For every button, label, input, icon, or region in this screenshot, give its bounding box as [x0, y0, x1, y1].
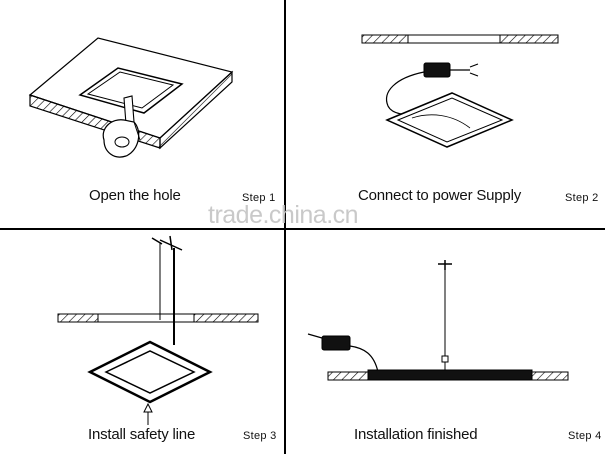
cut-hole-outer [78, 67, 184, 114]
panel-3-illustration [57, 235, 259, 425]
watermark: trade.china.cn [208, 201, 359, 229]
panel-2-step: Step 2 [565, 192, 599, 204]
ceiling-strip-left-3 [57, 313, 99, 323]
panel-1-caption: Open the hole [89, 187, 181, 204]
ceiling-strip-left [361, 34, 409, 44]
hanger-bracket [438, 260, 452, 270]
panel-1-step: Step 1 [242, 192, 276, 204]
panel-1-illustration [28, 37, 234, 158]
installed-panel [367, 369, 533, 381]
vertical-divider [284, 0, 286, 454]
suspension-bracket [151, 235, 183, 251]
ceiling-strip-right-4 [531, 371, 569, 381]
up-arrow [143, 402, 153, 425]
ceiling-strip-right-3 [193, 313, 259, 323]
panel-inner [104, 350, 196, 394]
panel-3-step: Step 3 [243, 430, 277, 442]
driver-output-cable-4 [349, 345, 379, 373]
panel-frame-outer [385, 92, 514, 148]
led-driver [423, 62, 451, 78]
led-driver-4 [321, 335, 351, 351]
panel-4-step: Step 4 [568, 430, 602, 442]
panel-frame-inner [396, 97, 504, 143]
ceiling-strip-left-4 [327, 371, 369, 381]
panel-4-illustration [307, 260, 569, 381]
driver-input-cable [450, 63, 479, 77]
ceiling-board-side [159, 70, 233, 150]
panel-3-caption: Install safety line [88, 426, 196, 443]
panel-2-caption: Connect to power Supply [358, 187, 522, 204]
panel-4-caption: Installation finished [354, 426, 478, 443]
horizontal-divider [0, 228, 605, 230]
ceiling-strip-right [499, 34, 559, 44]
panel-2-illustration [361, 34, 559, 148]
driver-cable-4 [307, 333, 323, 339]
hole-saw-tool [102, 95, 141, 158]
